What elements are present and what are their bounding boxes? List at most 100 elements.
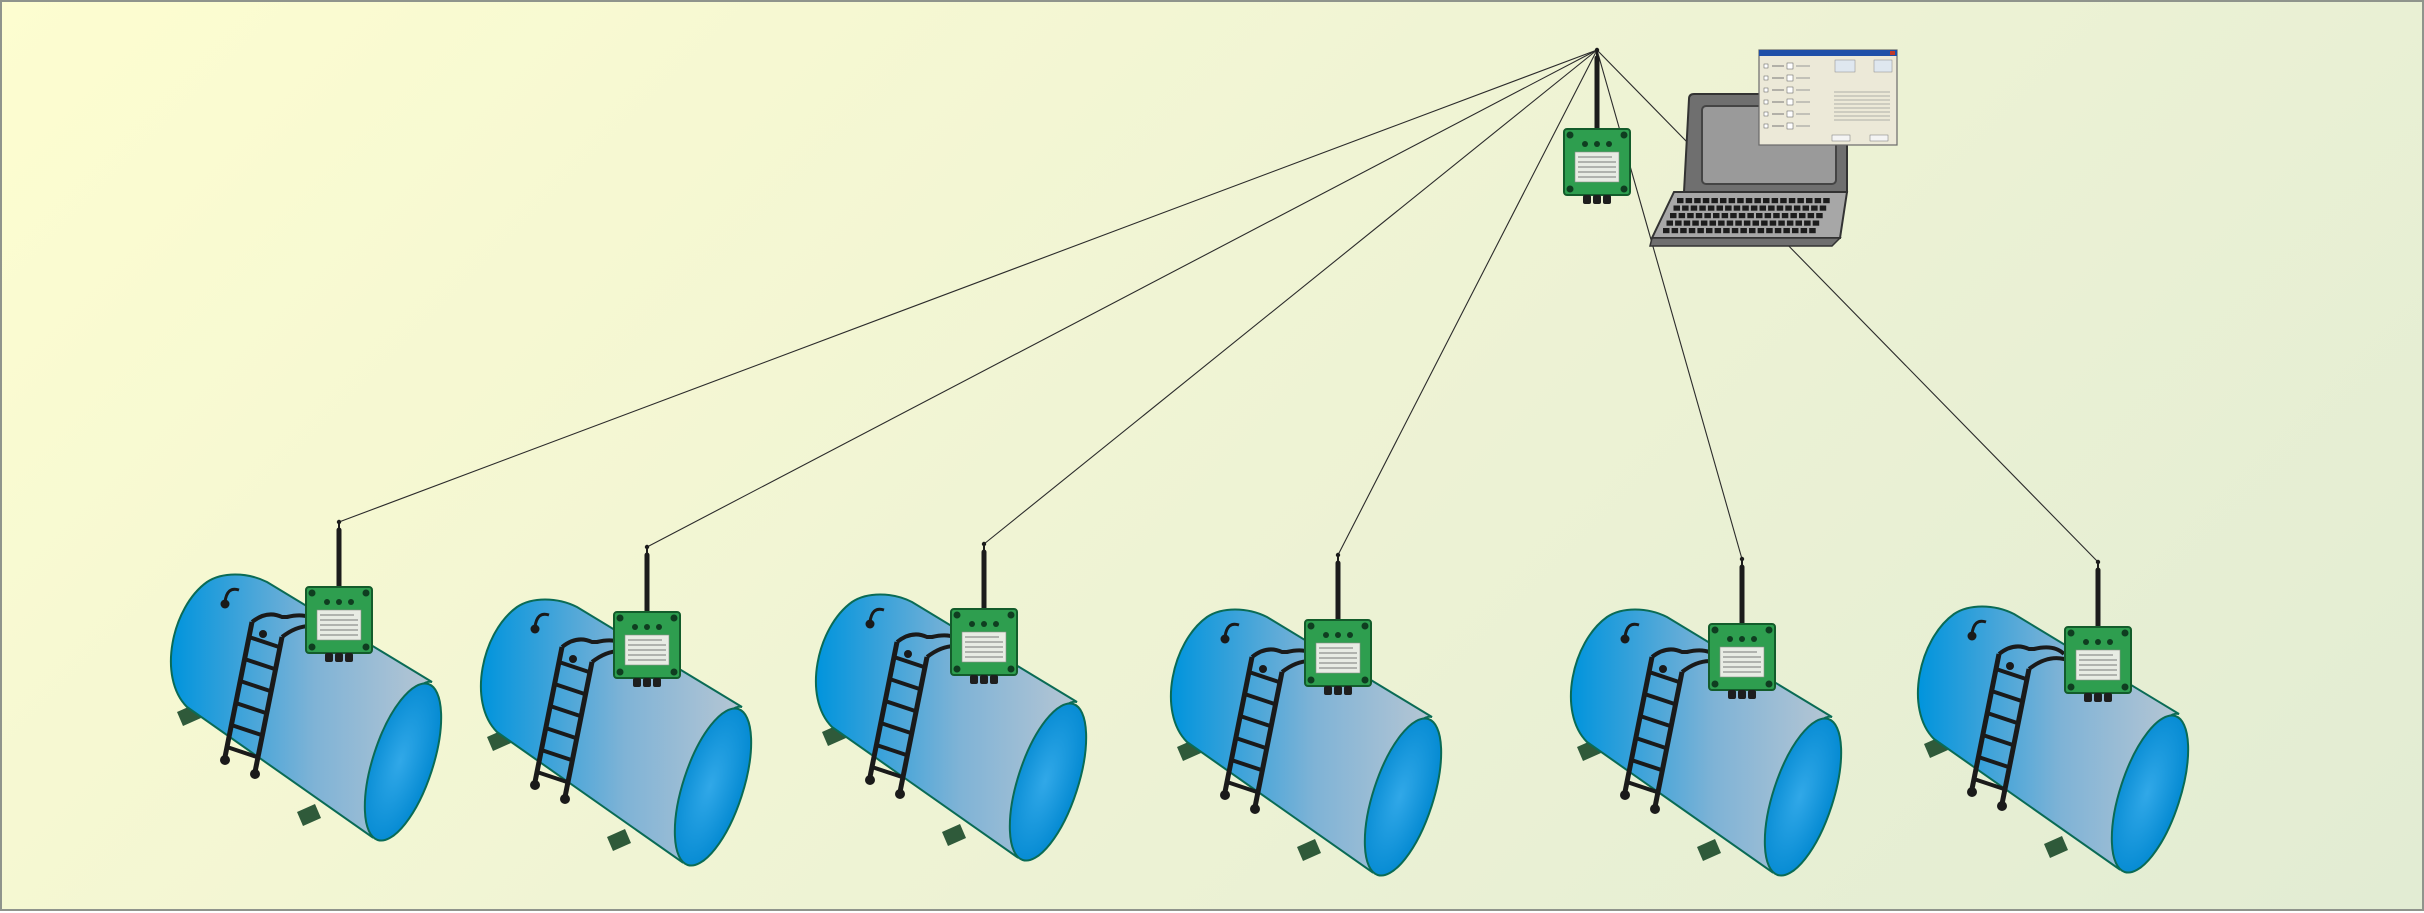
dialog-checkbox [1763, 63, 1769, 69]
keyboard-key [1685, 198, 1693, 204]
ladder-foot [1650, 804, 1660, 814]
port-icon [904, 650, 912, 658]
keyboard-key [1752, 220, 1759, 226]
led-icon [632, 624, 638, 630]
screw-icon [1711, 626, 1719, 634]
keyboard-key [1720, 198, 1727, 204]
keyboard-key [1713, 213, 1720, 219]
keyboard-key [1678, 213, 1686, 219]
screw-icon [1007, 611, 1015, 619]
cable-gland [2094, 693, 2102, 702]
tank-end-cap [363, 682, 443, 842]
keyboard-key [1687, 213, 1694, 219]
keyboard-key [1771, 198, 1779, 204]
ladder-handrail [1997, 644, 2066, 656]
screw-icon [308, 589, 316, 597]
cable-gland [1334, 686, 1342, 695]
keyboard-key [1716, 205, 1723, 211]
cable-gland [335, 653, 343, 662]
screw-icon [1765, 626, 1773, 634]
ladder-foot [1250, 804, 1260, 814]
keyboard-key [1792, 228, 1799, 234]
screw-icon [1307, 622, 1315, 630]
sensor-node-5 [1708, 623, 1776, 699]
keyboard-key [1806, 198, 1813, 204]
ladder-rung [1643, 692, 1676, 706]
dialog-checkbox [1763, 123, 1769, 129]
close-icon [1890, 51, 1895, 55]
keyboard-key [1663, 228, 1670, 234]
ladder-rung [1986, 711, 2018, 725]
screw-icon [1566, 131, 1574, 139]
keyboard-key [1764, 213, 1772, 219]
antenna-tip [981, 541, 987, 547]
cable-gland [345, 653, 353, 662]
ladder-rail [867, 641, 900, 778]
keyboard-key [1673, 205, 1680, 211]
keyboard-key [1733, 205, 1741, 211]
gateway-housing [1563, 128, 1631, 204]
cable-gland [1728, 690, 1736, 699]
laptop-computer [1649, 49, 1898, 247]
keyboard-key [1756, 213, 1763, 219]
keyboard-key [1757, 228, 1765, 234]
sensor-node-1 [305, 586, 373, 662]
dialog-spin-box [1786, 86, 1794, 94]
sensor-node-3 [950, 608, 1018, 684]
wireless-link [646, 49, 1598, 548]
keyboard-key [1700, 220, 1708, 226]
screw-icon [616, 614, 624, 622]
screw-icon [953, 611, 961, 619]
keyboard-key [1680, 228, 1687, 234]
ladder-rail [1252, 671, 1285, 808]
ladder-rung [1639, 714, 1671, 728]
tank-foot [607, 829, 631, 851]
cable-gland [990, 675, 998, 684]
antenna-tip [336, 519, 342, 525]
keyboard-key [1781, 213, 1789, 219]
keyboard-key [1766, 228, 1773, 234]
ladder-rung [884, 699, 916, 713]
antenna-tip [1594, 47, 1600, 53]
led-icon [2083, 639, 2089, 645]
tank-foot [1297, 839, 1321, 861]
keyboard-key [1745, 198, 1753, 204]
screw-icon [670, 614, 678, 622]
keyboard-key [1702, 198, 1710, 204]
port-icon [1659, 665, 1667, 673]
keyboard-key [1819, 205, 1827, 211]
keyboard-key [1728, 198, 1736, 204]
wireless-link [1337, 49, 1598, 556]
screw-icon [1361, 676, 1369, 684]
ladder-rung [1235, 736, 1267, 750]
ladder-rail [252, 636, 285, 773]
led-icon [2107, 639, 2113, 645]
keyboard-key [1790, 213, 1797, 219]
keyboard-key [1750, 205, 1758, 211]
screw-icon [1361, 622, 1369, 630]
led-icon [993, 621, 999, 627]
ladder-rung [1243, 692, 1276, 706]
wireless-link [983, 49, 1598, 545]
tank-3 [814, 593, 1088, 862]
config-dialog-window [1758, 49, 1898, 146]
gateway-node [1563, 47, 1631, 204]
ladder-rung [545, 726, 577, 740]
device-image [1834, 59, 1856, 73]
dialog-checkbox [1763, 75, 1769, 81]
keyboard-key [1743, 220, 1751, 226]
tank-end-cap [1008, 702, 1088, 862]
ladder-rung [1248, 670, 1280, 684]
ladder-rung [1226, 780, 1258, 794]
sensor-antenna-4 [1335, 552, 1341, 623]
ladder-rung [540, 748, 573, 762]
keyboard-key [1742, 205, 1749, 211]
tank-end-cap [673, 707, 753, 867]
ladder-rung [243, 657, 276, 671]
ladder-rung [875, 743, 908, 757]
ladder-foot [530, 780, 540, 790]
ladder-rail [1969, 653, 2002, 790]
keyboard-key [1783, 228, 1790, 234]
keyboard-key [1694, 198, 1701, 204]
wireless-links [338, 49, 2099, 563]
